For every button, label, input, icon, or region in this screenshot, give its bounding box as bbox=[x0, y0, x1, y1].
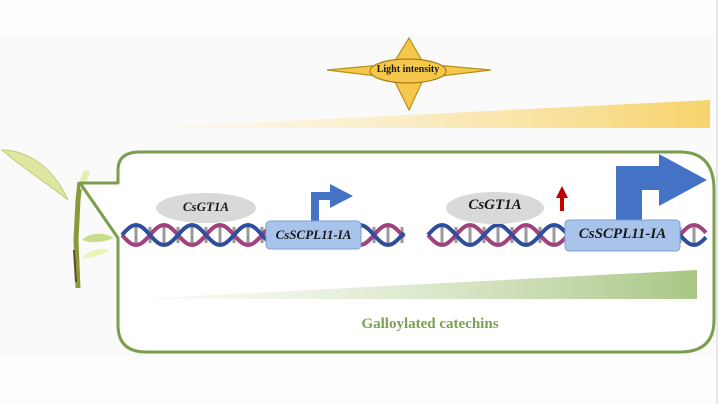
promoter-arrow-left-icon bbox=[311, 184, 353, 225]
page-edge bbox=[716, 0, 718, 404]
dna-rung bbox=[440, 227, 444, 243]
dna-rung bbox=[524, 227, 528, 243]
dna-rung bbox=[386, 227, 390, 243]
dna-rung bbox=[552, 227, 556, 243]
dna-rung bbox=[692, 227, 696, 243]
light-intensity-star-icon bbox=[326, 36, 492, 112]
catechin-gradient bbox=[135, 270, 697, 299]
repressor-ellipse-left bbox=[156, 193, 256, 223]
dna-rung bbox=[496, 227, 500, 243]
repressor-label-right: CsGT1A bbox=[468, 197, 522, 213]
dna-rung bbox=[246, 227, 250, 243]
dna-rung bbox=[162, 227, 166, 243]
light-intensity-label: Light intensity bbox=[376, 64, 440, 75]
galloylated-catechins-label: Galloylated catechins bbox=[361, 316, 499, 332]
gene-box-left bbox=[265, 220, 362, 250]
gene-box-right bbox=[564, 219, 681, 252]
dna-rung bbox=[134, 227, 138, 243]
gene-label-left: CsSCPL11-IA bbox=[275, 227, 352, 242]
promoter-arrow-right-icon bbox=[616, 154, 707, 225]
tea-plant-icon bbox=[0, 149, 114, 289]
up-arrow-icon bbox=[556, 186, 568, 211]
dna-rung bbox=[468, 227, 472, 243]
repressor-label-left: CsGT1A bbox=[182, 199, 230, 214]
dna-rung bbox=[218, 227, 222, 243]
light-intensity-gradient bbox=[145, 100, 710, 128]
repressor-ellipse-right bbox=[446, 192, 544, 224]
dna-rung bbox=[190, 227, 194, 243]
gene-label-right: CsSCPL11-IA bbox=[578, 226, 667, 242]
